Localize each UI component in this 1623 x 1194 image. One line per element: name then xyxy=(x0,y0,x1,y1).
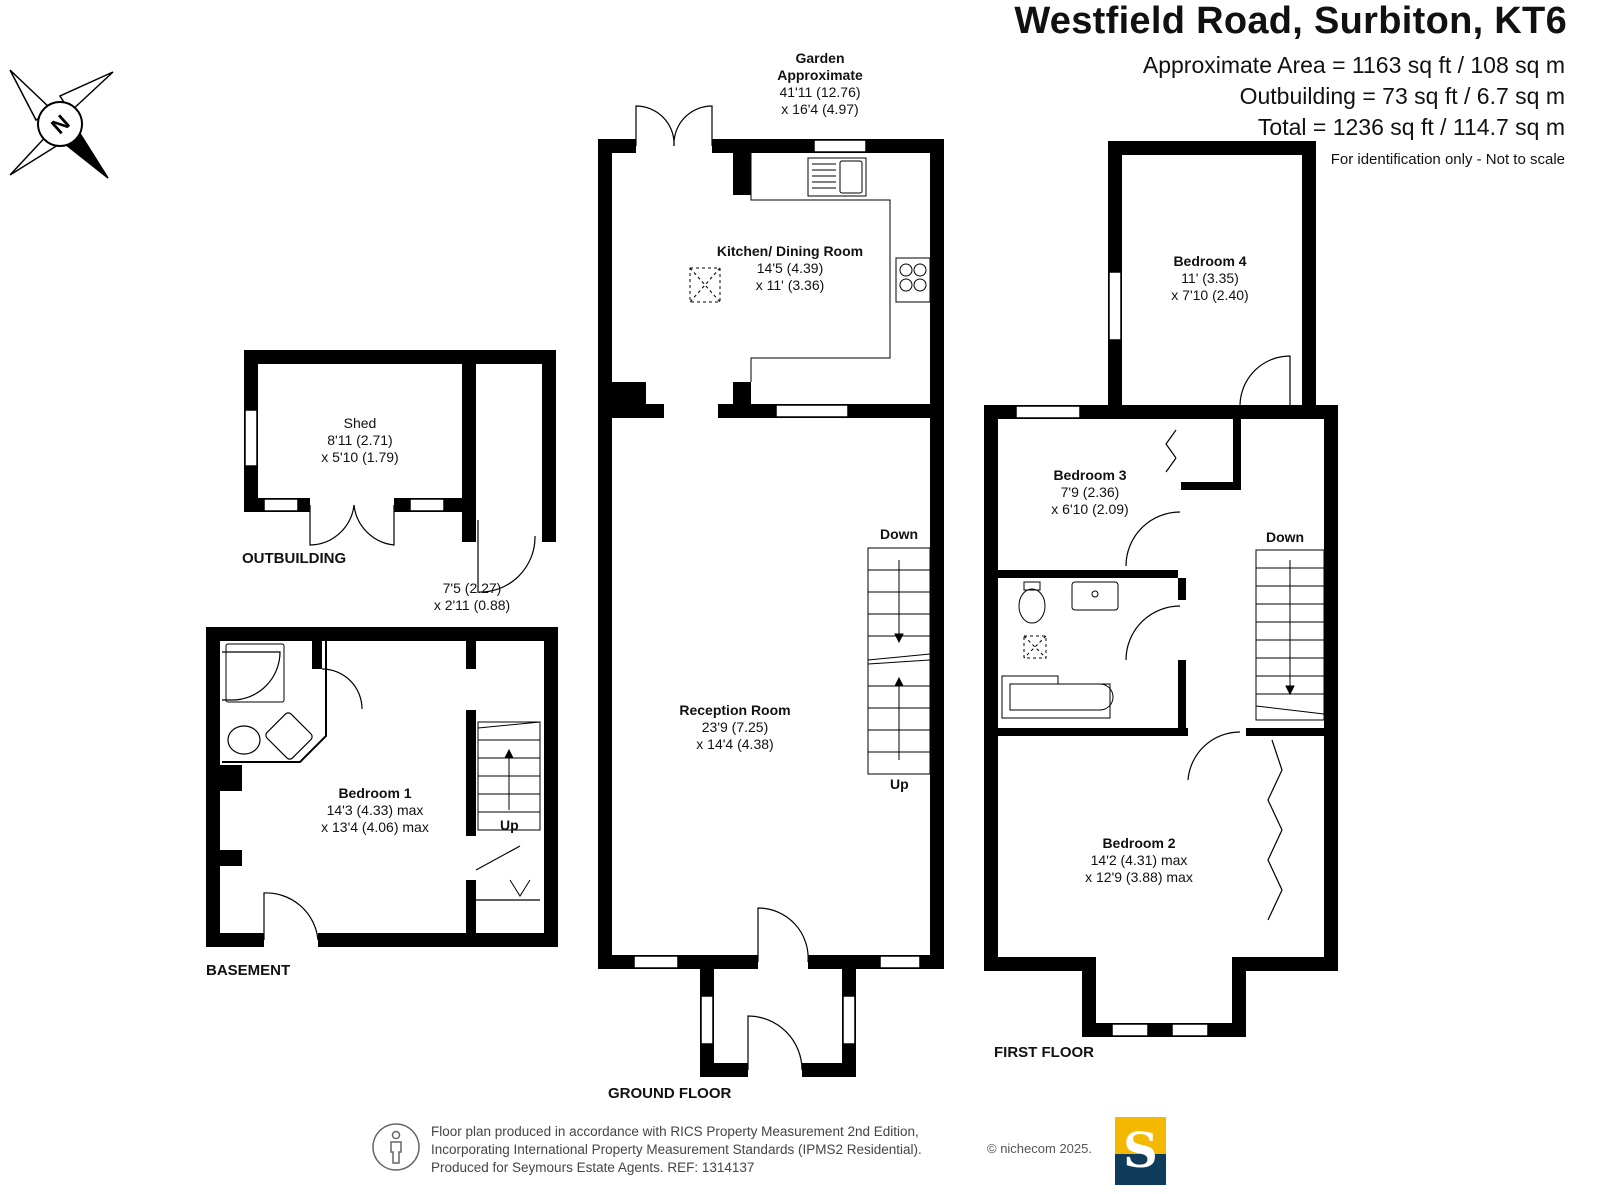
room-dim2: x 5'10 (1.79) xyxy=(321,449,399,465)
ground-stairs-up: Up xyxy=(890,776,909,793)
seymours-logo: S xyxy=(1115,1117,1166,1185)
ground-floor-stairs xyxy=(867,547,931,775)
footer-line: Incorporating International Property Mea… xyxy=(431,1142,922,1157)
room-name: Bedroom 1 xyxy=(338,785,412,801)
garden-name: Garden xyxy=(795,50,845,66)
room-dim2: x 11' (3.36) xyxy=(755,277,825,293)
ground-floor-doors xyxy=(635,105,809,1071)
ipms-person-icon xyxy=(372,1123,420,1171)
room-dim1: 8'11 (2.71) xyxy=(327,432,393,448)
footer-line: Floor plan produced in accordance with R… xyxy=(431,1124,919,1139)
room-dim1: 7'9 (2.36) xyxy=(1060,484,1120,500)
bathroom-fixtures xyxy=(1001,581,1119,719)
room-dim2: x 6'10 (2.09) xyxy=(1051,501,1129,517)
room-name: Shed xyxy=(343,415,377,431)
copyright: © nichecom 2025. xyxy=(987,1141,1092,1156)
first-stairs-down: Down xyxy=(1266,529,1304,546)
ground-floor-windows xyxy=(633,139,921,1045)
room-shed: Shed 8'11 (2.71) x 5'10 (1.79) xyxy=(300,415,420,466)
disclaimer: For identification only - Not to scale xyxy=(1330,151,1565,168)
room-bedroom2: Bedroom 2 14'2 (4.31) max x 12'9 (3.88) … xyxy=(1064,835,1214,886)
basement-walls xyxy=(206,627,558,947)
ground-stairs-down: Down xyxy=(880,526,918,543)
room-name: Bedroom 4 xyxy=(1173,253,1247,269)
compass-north-icon: N xyxy=(9,69,114,179)
stairs-label: Up xyxy=(500,817,519,833)
room-name: Bedroom 3 xyxy=(1053,467,1127,483)
basement-stairs-up: Up xyxy=(500,817,519,834)
floor-label-first: FIRST FLOOR xyxy=(994,1044,1094,1061)
floor-label-outbuilding: OUTBUILDING xyxy=(242,550,347,567)
room-kitchen: Kitchen/ Dining Room 14'5 (4.39) x 11' (… xyxy=(690,243,890,294)
room-dim1: 14'5 (4.39) xyxy=(756,260,824,276)
stairs-label: Down xyxy=(880,526,919,542)
first-floor-doors xyxy=(1125,355,1291,921)
stairs-label: Up xyxy=(890,776,909,792)
basement-stairs xyxy=(475,721,541,901)
room-dim1: 14'3 (4.33) max xyxy=(326,802,424,818)
property-title: Westfield Road, Surbiton, KT6 xyxy=(1014,0,1567,42)
floor-label-basement: BASEMENT xyxy=(206,962,291,979)
stairs-label: Down xyxy=(1266,529,1305,545)
room-dim2: x 2'11 (0.88) xyxy=(433,597,511,613)
floor-label-ground: GROUND FLOOR xyxy=(608,1085,732,1102)
outbuilding-windows xyxy=(244,409,445,512)
room-dim1: 7'5 (2.27) xyxy=(442,580,502,596)
room-reception: Reception Room 23'9 (7.25) x 14'4 (4.38) xyxy=(660,702,810,753)
room-dim2: x 13'4 (4.06) max xyxy=(321,819,429,835)
logo-band xyxy=(1115,1117,1166,1154)
room-name: Kitchen/ Dining Room xyxy=(716,243,864,259)
approx-area: Approximate Area = 1163 sq ft / 108 sq m xyxy=(1142,52,1565,78)
room-dim1: 14'2 (4.31) max xyxy=(1090,852,1188,868)
room-dim2: x 7'10 (2.40) xyxy=(1171,287,1249,303)
garden-dim1: 41'11 (12.76) xyxy=(779,84,861,100)
kitchen-fixtures xyxy=(689,153,931,382)
garden-sub: Approximate xyxy=(777,67,863,83)
room-dim1: 11' (3.35) xyxy=(1181,270,1239,286)
outbuilding-doors xyxy=(309,504,536,593)
room-bedroom1: Bedroom 1 14'3 (4.33) max x 13'4 (4.06) … xyxy=(300,785,450,836)
room-name: Reception Room xyxy=(679,702,791,718)
total-area: Total = 1236 sq ft / 114.7 sq m xyxy=(1257,114,1565,140)
room-dim2: x 12'9 (3.88) max xyxy=(1085,869,1193,885)
room-bedroom4: Bedroom 4 11' (3.35) x 7'10 (2.40) xyxy=(1155,253,1265,304)
outbuilding-area: Outbuilding = 73 sq ft / 6.7 sq m xyxy=(1239,83,1565,109)
footer-notes: Floor plan produced in accordance with R… xyxy=(431,1123,922,1177)
basement-ensuite xyxy=(222,641,363,763)
room-store: 7'5 (2.27) x 2'11 (0.88) xyxy=(422,580,522,614)
room-bedroom3: Bedroom 3 7'9 (2.36) x 6'10 (2.09) xyxy=(1035,467,1145,518)
room-name: Bedroom 2 xyxy=(1102,835,1176,851)
garden-dim2: x 16'4 (4.97) xyxy=(781,101,859,117)
room-dim1: 23'9 (7.25) xyxy=(701,719,769,735)
first-floor-windows xyxy=(1015,271,1209,1037)
footer-line: Produced for Seymours Estate Agents. REF… xyxy=(431,1160,755,1175)
first-floor-stairs xyxy=(1255,549,1325,721)
logo-letter: S xyxy=(1123,1123,1158,1179)
basement-door xyxy=(263,892,319,941)
garden-label: Garden Approximate 41'11 (12.76) x 16'4 … xyxy=(760,50,880,118)
room-dim2: x 14'4 (4.38) xyxy=(696,736,774,752)
